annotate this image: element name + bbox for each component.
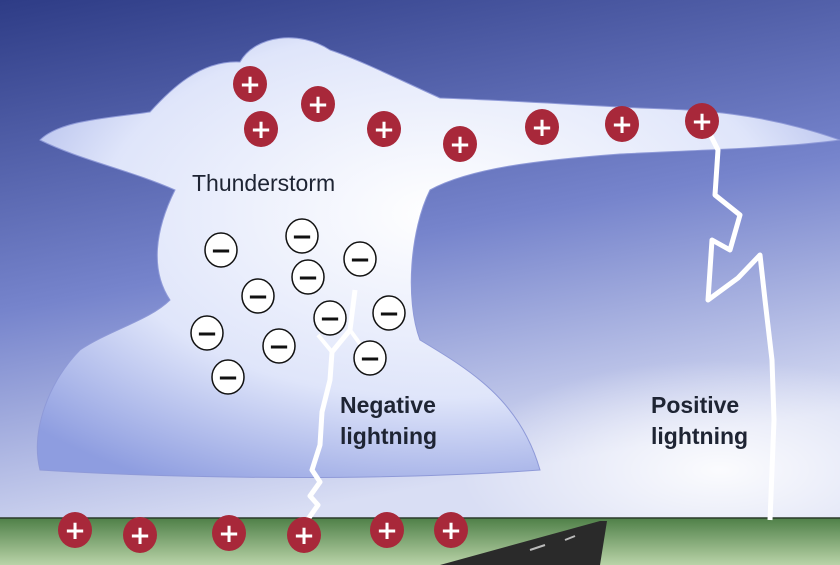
positive-charge: + — [367, 111, 401, 147]
charge-circle — [212, 515, 246, 551]
positive-charge: + — [233, 66, 267, 102]
positive-charge: + — [287, 517, 321, 553]
charge-circle — [343, 241, 377, 277]
negative-charge: − — [353, 340, 387, 376]
positive-charge: + — [605, 106, 639, 142]
plus-sign: + — [129, 521, 151, 551]
plus-sign: + — [239, 70, 261, 100]
plus-sign: + — [293, 521, 315, 551]
charge-circle — [353, 340, 387, 376]
charges: ++++++++++++++−−−−−−−−−−− — [58, 66, 719, 553]
negative-charge: − — [372, 295, 406, 331]
negative-charge: − — [211, 359, 245, 395]
charge-circle — [233, 66, 267, 102]
positive-charge: + — [370, 512, 404, 548]
negative-charge: − — [204, 232, 238, 268]
minus-sign: − — [291, 222, 313, 252]
charge-circle — [241, 278, 275, 314]
plus-sign: + — [373, 115, 395, 145]
minus-sign: − — [210, 236, 232, 266]
charge-circle — [313, 300, 347, 336]
positive-charge: + — [244, 111, 278, 147]
charge-circle — [370, 512, 404, 548]
negative-charge: − — [291, 259, 325, 295]
minus-sign: − — [196, 319, 218, 349]
plus-sign: + — [64, 516, 86, 546]
charge-circle — [204, 232, 238, 268]
negative-charge: − — [313, 300, 347, 336]
negative-charge: − — [241, 278, 275, 314]
positive-lightning-label-1: Positive — [651, 392, 740, 418]
minus-sign: − — [297, 263, 319, 293]
minus-sign: − — [319, 304, 341, 334]
charge-circle — [262, 328, 296, 364]
plus-sign: + — [307, 90, 329, 120]
charge-circle — [285, 218, 319, 254]
charge-circle — [291, 259, 325, 295]
positive-charge: + — [685, 103, 719, 139]
horizon-haze — [460, 360, 840, 565]
charge-circle — [211, 359, 245, 395]
plus-sign: + — [531, 113, 553, 143]
negative-lightning-bolt — [303, 289, 358, 524]
negative-charge: − — [285, 218, 319, 254]
negative-lightning-label-1: Negative — [340, 392, 436, 418]
plus-sign: + — [250, 115, 272, 145]
charge-circle — [244, 111, 278, 147]
charge-circle — [443, 126, 477, 162]
plus-sign: + — [691, 107, 713, 137]
positive-charge: + — [301, 86, 335, 122]
minus-sign: − — [217, 363, 239, 393]
charge-circle — [372, 295, 406, 331]
positive-charge: + — [443, 126, 477, 162]
charge-circle — [123, 517, 157, 553]
positive-charge: + — [525, 109, 559, 145]
negative-charge: − — [190, 315, 224, 351]
charge-circle — [367, 111, 401, 147]
plus-sign: + — [440, 516, 462, 546]
plus-sign: + — [449, 130, 471, 160]
road — [440, 521, 607, 565]
positive-charge: + — [123, 517, 157, 553]
minus-sign: − — [378, 299, 400, 329]
positive-charge: + — [434, 512, 468, 548]
plus-sign: + — [611, 110, 633, 140]
charge-circle — [190, 315, 224, 351]
charge-circle — [58, 512, 92, 548]
positive-charge: + — [58, 512, 92, 548]
thunderstorm-label: Thunderstorm — [192, 170, 336, 196]
positive-lightning-bolt — [702, 122, 777, 521]
minus-sign: − — [349, 245, 371, 275]
charge-circle — [287, 517, 321, 553]
negative-charge: − — [262, 328, 296, 364]
positive-charge: + — [212, 515, 246, 551]
charge-circle — [525, 109, 559, 145]
minus-sign: − — [359, 344, 381, 374]
charge-circle — [605, 106, 639, 142]
positive-lightning-label-2: lightning — [651, 423, 749, 449]
charge-circle — [685, 103, 719, 139]
plus-sign: + — [376, 516, 398, 546]
negative-charge: − — [343, 241, 377, 277]
charge-circle — [301, 86, 335, 122]
negative-lightning-label-2: lightning — [340, 423, 438, 449]
plus-sign: + — [218, 519, 240, 549]
charge-circle — [434, 512, 468, 548]
road-markings — [529, 535, 576, 551]
minus-sign: − — [268, 332, 290, 362]
minus-sign: − — [247, 282, 269, 312]
